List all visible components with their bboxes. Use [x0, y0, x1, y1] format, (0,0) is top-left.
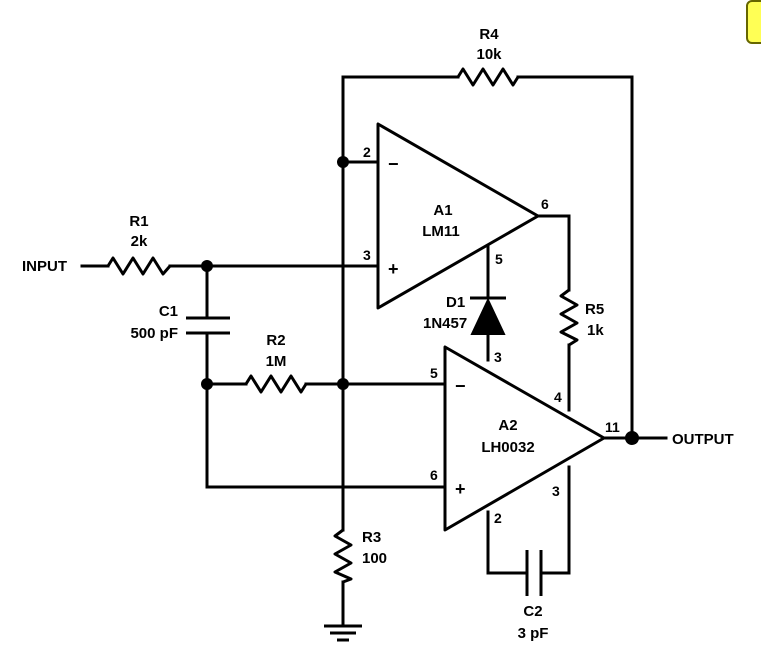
pin-label: 5 [430, 365, 438, 381]
r4-name: R4 [479, 26, 499, 43]
diode-d1 [470, 296, 506, 335]
r2-name: R2 [266, 332, 285, 349]
r5-name: R5 [585, 301, 604, 318]
r3-name: R3 [362, 529, 381, 546]
resistor-r1 [106, 256, 172, 276]
resistor-r3 [333, 528, 353, 584]
pin-label: 6 [541, 196, 549, 212]
pin-label: 2 [363, 144, 371, 160]
a1-plus-sign: + [388, 259, 399, 279]
a1-name: A1 [433, 202, 452, 219]
ground-symbol [324, 624, 362, 642]
resistor-r4 [456, 67, 520, 87]
a2-plus-sign: + [455, 479, 466, 499]
a1-minus-sign: − [388, 154, 399, 174]
r1-name: R1 [129, 213, 148, 230]
c2-value: 3 pF [518, 625, 549, 642]
c2-name: C2 [523, 603, 542, 620]
pin-label: 6 [430, 467, 438, 483]
wire-a1-out [536, 214, 571, 292]
a2-name: A2 [498, 417, 517, 434]
junction-dot [337, 156, 349, 168]
pin-label: 11 [605, 419, 620, 435]
capacitor-c2 [525, 550, 543, 596]
pin-label: 4 [554, 389, 562, 405]
resistor-r2 [244, 374, 308, 394]
pin-label: 3 [552, 483, 560, 499]
r4-value: 10k [476, 46, 502, 63]
opamp-a2 [443, 345, 606, 532]
a2-value: LH0032 [481, 439, 534, 456]
wire-c2-left [486, 510, 529, 575]
r2-value: 1M [266, 353, 287, 370]
input-label: INPUT [22, 258, 67, 275]
r1-value: 2k [131, 233, 148, 250]
c1-name: C1 [159, 303, 178, 320]
a1-value: LM11 [422, 223, 460, 240]
pin-label: 5 [495, 251, 503, 267]
junction-dot [201, 260, 213, 272]
pin-label: 2 [494, 510, 502, 526]
r5-value: 1k [587, 322, 604, 339]
d1-name: D1 [446, 294, 465, 311]
junction-dot [337, 378, 349, 390]
junction-dot [625, 431, 639, 445]
pin-label: 3 [494, 349, 502, 365]
c1-value: 500 pF [130, 325, 178, 342]
wire-c2-right [539, 465, 571, 575]
a2-minus-sign: − [455, 376, 466, 396]
output-label: OUTPUT [672, 431, 734, 448]
opamp-a1 [376, 122, 540, 310]
capacitor-c1 [186, 316, 230, 335]
wire-r4-right [516, 75, 634, 440]
junctions [201, 156, 639, 445]
junction-dot [201, 378, 213, 390]
resistor-r5 [559, 288, 579, 347]
wires [80, 75, 668, 628]
r3-value: 100 [362, 550, 387, 567]
wire-c1-bottom [205, 331, 447, 489]
corner-tag [746, 0, 761, 44]
d1-value: 1N457 [423, 315, 467, 332]
pin-label: 3 [363, 247, 371, 263]
